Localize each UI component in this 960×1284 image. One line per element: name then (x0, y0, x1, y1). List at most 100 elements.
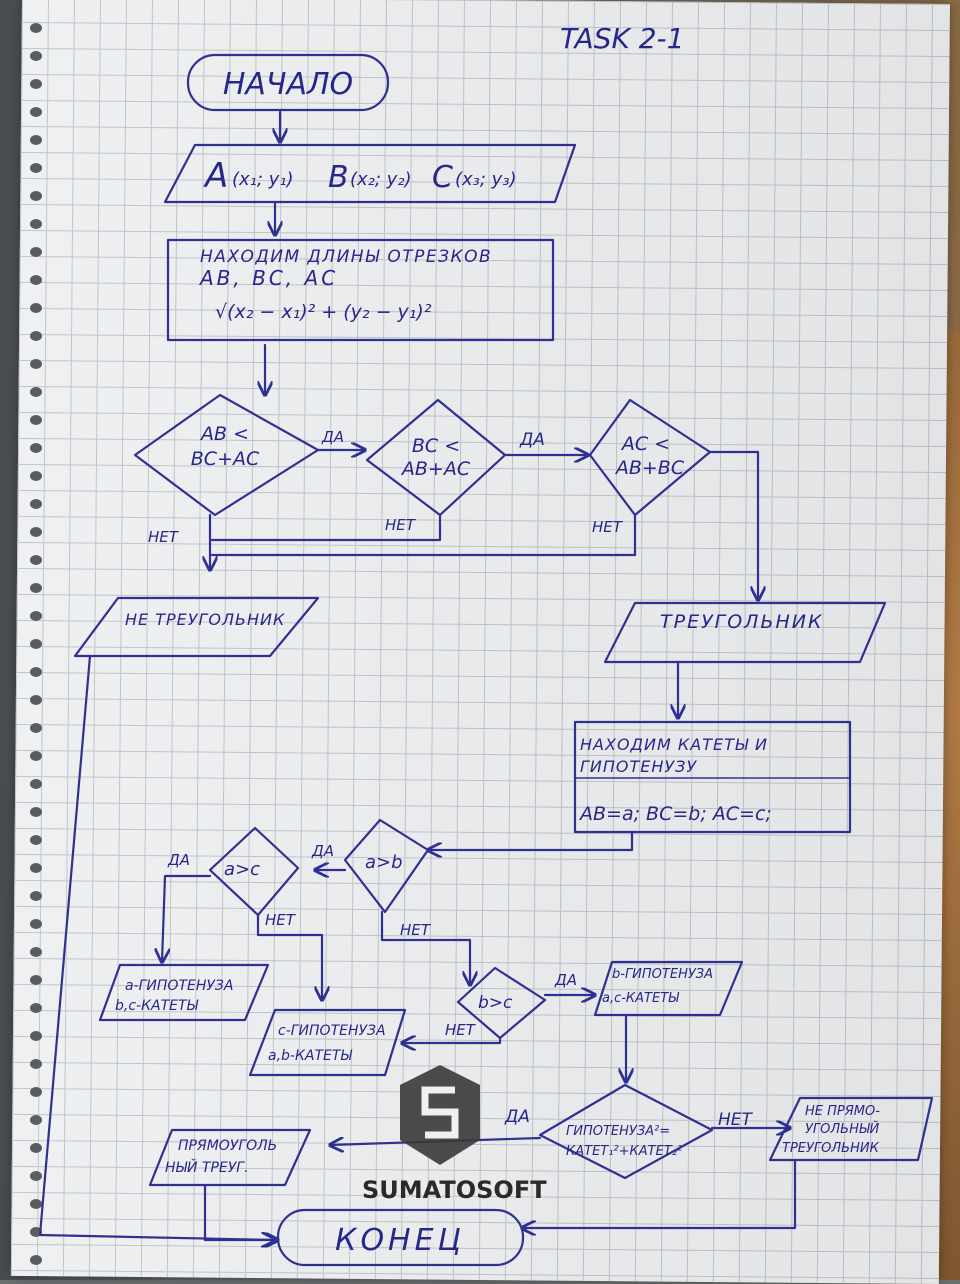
process-find-lengths (166, 238, 555, 342)
label-no-7: НЕТ (718, 1110, 754, 1130)
output-right-triangle-line2: НЫЙ ТРЕУГ. (165, 1158, 249, 1176)
spiral-hole (30, 275, 42, 285)
sumatosoft-logo: SUMATOSOFT (362, 1065, 547, 1204)
spiral-hole (30, 443, 42, 453)
spiral-hole (30, 191, 42, 201)
spiral-hole (30, 611, 42, 621)
output-a-hypotenuse-line1: a-ГИПОТЕНУЗА (125, 978, 233, 994)
spiral-hole (30, 331, 42, 341)
decision-pythagorean-line1: ГИПОТЕНУЗА²= (566, 1124, 670, 1139)
decision-bc-line1: BC < (412, 435, 460, 457)
output-c-hypotenuse-line2: a,b-КАТЕТЫ (268, 1048, 352, 1064)
process-find-lengths-formula: √(x₂ − x₁)² + (y₂ − y₁)² (215, 301, 432, 323)
output-triangle (603, 601, 887, 664)
end-terminator (276, 1208, 525, 1267)
decision-pythagorean (538, 1083, 714, 1180)
arrow-ac-no (210, 513, 637, 557)
watermark-text: SUMATOSOFT (362, 1176, 547, 1204)
process-find-legs-line2: ГИПОТЕНУЗУ (580, 757, 697, 776)
output-not-triangle-label: НЕ ТРЕУГОЛЬНИК (125, 610, 285, 629)
decision-pythagorean-line2: КАТЕТ₁²+КАТЕТ₂² (566, 1144, 682, 1159)
spiral-hole (30, 1143, 42, 1153)
spiral-hole (30, 891, 42, 901)
spiral-hole (30, 1003, 42, 1013)
arrow-b-gt-c-no (402, 1038, 502, 1043)
label-no-6: НЕТ (445, 1021, 477, 1039)
start-label: НАЧАЛО (223, 67, 353, 102)
spiral-hole (30, 23, 42, 33)
decision-ac-line2: AB+BC (614, 457, 685, 479)
process-find-legs (573, 720, 852, 834)
start-terminator (186, 53, 390, 112)
spiral-hole (30, 499, 42, 509)
spiral-hole (30, 695, 42, 705)
decision-a-gt-b (343, 818, 430, 914)
decision-ab-line1: AB < (199, 423, 249, 445)
task-title: TASK 2-1 (560, 22, 684, 55)
spiral-hole (30, 555, 42, 565)
input-point-b-coords: (x₂; y₂) (350, 169, 412, 190)
spiral-hole (30, 1171, 42, 1181)
decision-bc-line2: AB+AC (400, 458, 471, 480)
arrow-ac-yes (708, 450, 758, 600)
label-yes-6: ДА (504, 1107, 530, 1127)
output-a-hypotenuse (98, 963, 270, 1022)
output-not-triangle (73, 596, 320, 658)
spiral-hole (30, 639, 42, 649)
spiral-hole (30, 751, 42, 761)
output-c-hypotenuse (248, 1008, 407, 1077)
spiral-hole (30, 415, 42, 425)
decision-a-gt-c-label: a>c (224, 859, 260, 880)
arrow-right-tri-to-end (203, 1183, 278, 1240)
decision-ab-line2: BC+AC (191, 448, 260, 470)
label-yes-2: ДА (519, 430, 545, 450)
process-find-lengths-line1: НАХОДИМ ДЛИНЫ ОТРЕЗКОВ (200, 247, 492, 267)
label-no-2: НЕТ (385, 516, 417, 534)
input-point-b: B (328, 160, 349, 195)
label-no-3: НЕТ (592, 518, 624, 536)
label-yes-3: ДА (311, 842, 334, 860)
spiral-hole (30, 1087, 42, 1097)
spiral-hole (30, 1199, 42, 1209)
spiral-hole (30, 51, 42, 61)
label-yes-4: ДА (167, 851, 190, 869)
arrow-bc-no (210, 513, 442, 542)
end-label: КОНЕЦ (335, 1223, 465, 1258)
output-a-hypotenuse-line2: b,c-КАТЕТЫ (115, 998, 199, 1014)
arrow-not-right-to-end (522, 1158, 797, 1228)
spiral-hole (30, 107, 42, 117)
spiral-hole (30, 1031, 42, 1041)
arrow-to-a-gt-b (428, 830, 634, 850)
output-triangle-label: ТРЕУГОЛЬНИК (660, 611, 824, 633)
spiral-hole (30, 387, 42, 397)
arrow-a-gt-b-no (380, 910, 470, 985)
spiral-hole (30, 79, 42, 89)
output-not-right-triangle-line2: УГОЛЬНЫЙ (805, 1121, 880, 1137)
spiral-hole (30, 135, 42, 145)
decision-a-gt-b-label: a>b (365, 852, 403, 873)
output-right-triangle (148, 1128, 312, 1187)
spiral-hole (30, 527, 42, 537)
label-no-1: НЕТ (148, 528, 180, 546)
spiral-hole (30, 471, 42, 481)
process-find-lengths-line2: AB, BC, AC (198, 266, 338, 290)
spiral-hole (30, 835, 42, 845)
spiral-hole (30, 807, 42, 817)
output-not-right-triangle-line1: НЕ ПРЯМО- (805, 1104, 880, 1119)
output-right-triangle-line1: ПРЯМОУГОЛЬ (178, 1138, 277, 1154)
output-not-right-triangle (768, 1096, 934, 1162)
spiral-hole (30, 1059, 42, 1069)
input-parallelogram (163, 143, 577, 204)
spiral-hole (30, 779, 42, 789)
spiral-hole (30, 975, 42, 985)
arrow-not-triangle-to-end (38, 654, 275, 1240)
label-yes-5: ДА (554, 971, 577, 989)
output-not-right-triangle-line3: ТРЕУГОЛЬНИК (782, 1141, 880, 1156)
spiral-hole (30, 667, 42, 677)
spiral-hole (30, 1115, 42, 1125)
decision-ac-line1: AC < (620, 433, 670, 455)
arrow-a-gt-c-yes (162, 874, 212, 962)
spiral-hole (30, 583, 42, 593)
spiral-hole (30, 247, 42, 257)
